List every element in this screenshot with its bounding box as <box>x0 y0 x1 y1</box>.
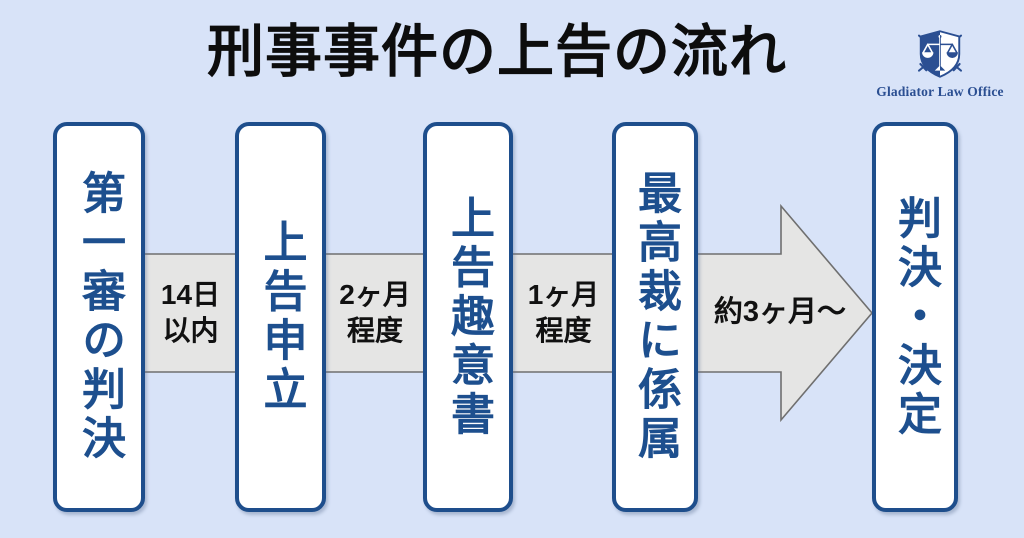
flow-step-appeal-filing: 上告申立 <box>235 122 326 512</box>
duration-line: 程度 <box>346 315 403 346</box>
flow-step-label: 最高裁に係属 <box>631 170 680 464</box>
duration-line: 2ヶ月 <box>339 278 411 310</box>
flow-step-label: 上告趣意書 <box>444 194 493 440</box>
shield-scales-logo-icon <box>917 30 963 78</box>
flow-step-label: 第一審の判決 <box>75 170 124 464</box>
flow-step-first-judgment: 第一審の判決 <box>53 122 145 512</box>
logo: Gladiator Law Office <box>872 26 1008 100</box>
duration-label-4: 約3ヶ月〜 <box>692 254 868 372</box>
page-title: 刑事事件の上告の流れ <box>207 20 787 84</box>
duration-line: 1ヶ月 <box>527 278 600 310</box>
duration-line: 14日 <box>160 278 221 310</box>
duration-label-3: 1ヶ月 程度 <box>514 254 613 372</box>
duration-label-1: 14日 以内 <box>146 254 235 372</box>
flow-step-supreme-court-pending: 最高裁に係属 <box>612 122 698 512</box>
logo-text: Gladiator Law Office <box>876 84 1004 99</box>
flow-step-appeal-brief: 上告趣意書 <box>423 122 513 512</box>
duration-line: 約3ヶ月〜 <box>713 296 847 329</box>
duration-line: 以内 <box>162 315 219 346</box>
flow-step-label: 判決・決定 <box>891 194 940 440</box>
duration-label-2: 2ヶ月 程度 <box>327 254 423 372</box>
duration-line: 程度 <box>535 315 592 346</box>
flow-step-judgment-decision: 判決・決定 <box>872 122 958 512</box>
flow-step-label: 上告申立 <box>256 219 306 415</box>
